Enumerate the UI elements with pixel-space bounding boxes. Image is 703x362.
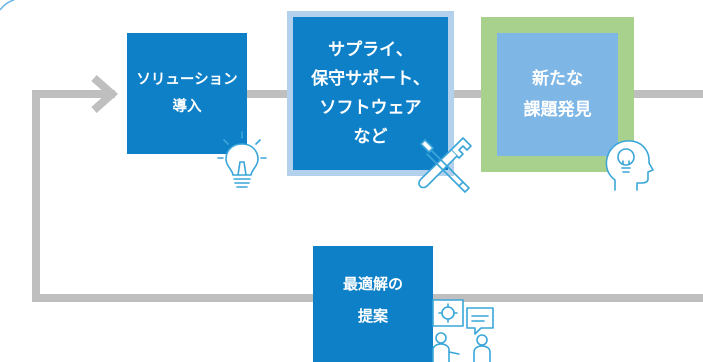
proposal-box: 最適解の 提案 — [313, 246, 433, 362]
issue-label-line1: 新たな — [532, 68, 583, 89]
meeting-icon — [432, 299, 494, 362]
wrench-screwdriver-icon — [418, 137, 472, 193]
issue-label-line2: 課題発見 — [523, 99, 592, 120]
proposal-label-line2: 提案 — [357, 307, 388, 325]
issue-box-frame: 新たな 課題発見 — [481, 17, 634, 172]
issue-box: 新たな 課題発見 — [497, 33, 618, 156]
solution-label-line1: ソリューション — [136, 71, 238, 88]
lightbulb-icon — [217, 131, 267, 188]
support-label-line4: など — [353, 126, 388, 147]
corner-arc — [0, 0, 15, 11]
support-label-line1: サプライ、 — [328, 39, 413, 60]
proposal-label-line1: 最適解の — [342, 275, 403, 293]
arrow-head — [91, 75, 119, 113]
support-label-line3: ソフトウェア — [319, 97, 422, 118]
solution-box: ソリューション 導入 — [127, 33, 247, 154]
support-label-line2: 保守サポート、 — [311, 68, 430, 89]
head-lightbulb-icon — [605, 140, 654, 191]
solution-label-line2: 導入 — [172, 98, 202, 115]
